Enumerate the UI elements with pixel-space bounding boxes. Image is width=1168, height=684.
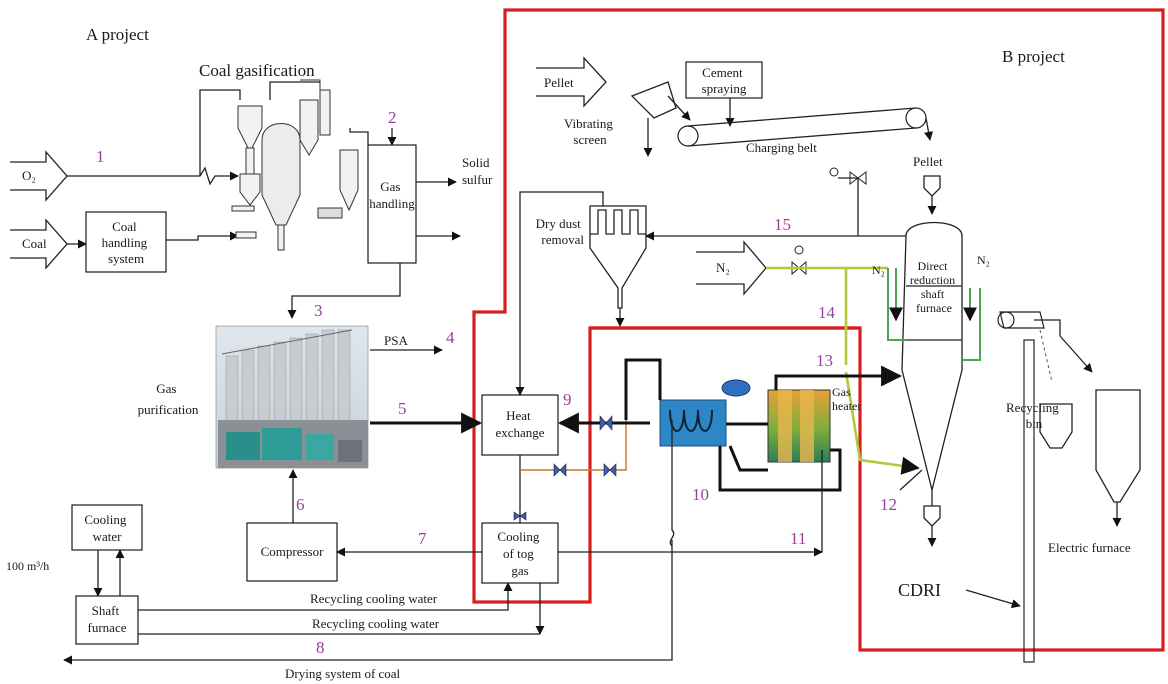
vibrating-screen-label: Vibrating screen — [564, 116, 616, 147]
screen-to-belt — [668, 96, 690, 120]
o2-line — [67, 168, 238, 184]
stream-number-10: 10 — [692, 485, 709, 504]
solid-sulfur-label: Solid sulfur — [462, 155, 493, 187]
to-recycling-bin — [1040, 330, 1052, 382]
gas-purification-plant-image — [216, 326, 368, 468]
bucket-elevator — [998, 312, 1060, 662]
heat-recovery-unit — [660, 380, 750, 446]
dust-removal-filter — [590, 206, 646, 234]
psa-label: PSA — [384, 333, 408, 348]
stream-number-1: 1 — [96, 147, 105, 166]
top-gas-vent-valve[interactable] — [830, 168, 866, 184]
b-project-heading: B project — [1002, 47, 1065, 66]
n2-input: N₂ — [696, 242, 766, 294]
n2-green-right — [962, 288, 980, 360]
gas-heater-label: Gas heater — [832, 385, 861, 413]
flow-100-label: 100 m³/h — [6, 559, 49, 573]
charging-belt-label: Charging belt — [746, 140, 817, 155]
n2-right-label: N₂ — [977, 253, 990, 267]
belt-to-furnace — [926, 118, 930, 140]
recycling-bin-label: Recycling bin — [1006, 400, 1062, 431]
compressor-label: Compressor — [261, 544, 325, 559]
stream-number-12: 12 — [880, 495, 897, 514]
svg-text:N₂: N₂ — [716, 260, 730, 275]
valve-hx-2[interactable] — [554, 464, 566, 476]
n2-valve[interactable] — [792, 246, 806, 274]
discharge-hopper — [924, 506, 940, 526]
recycle-cw-2-label: Recycling cooling water — [312, 616, 440, 631]
electric-furnace — [1096, 390, 1140, 502]
a-project-heading: A project — [86, 25, 149, 44]
valve-hx-1[interactable] — [600, 416, 612, 430]
stream-number-9: 9 — [563, 390, 572, 409]
stream-number-13: 13 — [816, 351, 833, 370]
gas-heater-unit — [768, 390, 830, 462]
to-electric-furnace — [1060, 336, 1092, 372]
stream-number-4: 4 — [446, 328, 455, 347]
dr-furnace-hopper — [924, 176, 940, 214]
top-gas-vent-line — [838, 178, 858, 236]
svg-text:O₂: O₂ — [22, 168, 36, 183]
svg-text:Pellet: Pellet — [544, 75, 574, 90]
vibrating-screen — [632, 82, 676, 118]
stream-number-11: 11 — [790, 529, 806, 548]
stream-number-3: 3 — [314, 301, 323, 320]
coal-to-gasifier — [166, 236, 238, 240]
cdri-label: CDRI — [898, 580, 941, 600]
stream-12-arrow — [900, 470, 922, 490]
n2-left-label: N₂ — [872, 263, 885, 277]
stream-number-7: 7 — [418, 529, 427, 548]
stream-12-line — [846, 372, 918, 468]
o2-line-up — [200, 90, 240, 176]
pellet-input: Pellet — [536, 58, 606, 106]
gasifier-to-gas-handling — [350, 128, 368, 145]
valve-hx-3[interactable] — [604, 464, 616, 476]
cdri-to-elevator — [966, 590, 1020, 606]
stream-11-line — [558, 450, 822, 552]
coal-gasification-heading: Coal gasification — [199, 61, 315, 80]
dr-furnace-label: Direct reduction shaft furnace — [910, 259, 958, 315]
coal-input: Coal — [10, 220, 67, 268]
stream-3-line — [292, 263, 400, 318]
electric-furnace-label: Electric furnace — [1048, 540, 1131, 555]
gasifier-drawing — [232, 80, 358, 250]
stream-number-6: 6 — [296, 495, 305, 514]
gasifier-top-line — [270, 82, 320, 100]
gas-purification-label: Gas purification — [138, 381, 199, 417]
dust-removal-cone — [590, 234, 646, 308]
recycle-cw-1-label: Recycling cooling water — [310, 591, 438, 606]
dry-dust-removal-label: Dry dust removal — [536, 216, 585, 247]
stream-number-5: 5 — [398, 399, 407, 418]
svg-text:Coal: Coal — [22, 236, 47, 251]
pellet-top-label: Pellet — [913, 154, 943, 169]
stream-number-8: 8 — [316, 638, 325, 657]
cement-spraying-label: Cement spraying — [702, 65, 747, 96]
stream-number-2: 2 — [388, 108, 397, 127]
stream-number-15: 15 — [774, 215, 791, 234]
o2-input: O₂ — [10, 152, 67, 200]
drying-system-label: Drying system of coal — [285, 666, 401, 681]
stream-number-14: 14 — [818, 303, 836, 322]
